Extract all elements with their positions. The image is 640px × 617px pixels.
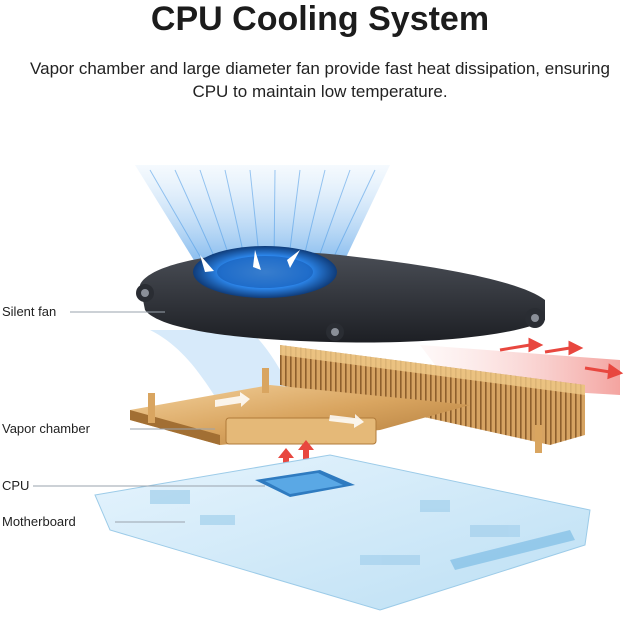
motherboard [94,454,591,611]
silent-fan [136,246,545,343]
subtitle-line-2: CPU to maintain low temperature. [192,82,448,101]
label-cpu: CPU [2,478,30,493]
subtitle-line-1: Vapor chamber and large diameter fan pro… [30,59,610,78]
label-motherboard: Motherboard [2,514,76,529]
page-subtitle: Vapor chamber and large diameter fan pro… [0,57,640,103]
heatsink-fins [280,345,585,445]
vapor-chamber [130,368,542,453]
label-vapor-chamber: Vapor chamber [2,421,90,436]
label-silent-fan: Silent fan [2,304,57,319]
page-title: CPU Cooling System [150,0,490,38]
label-leaders [33,311,265,523]
cpu-chip [255,470,355,497]
